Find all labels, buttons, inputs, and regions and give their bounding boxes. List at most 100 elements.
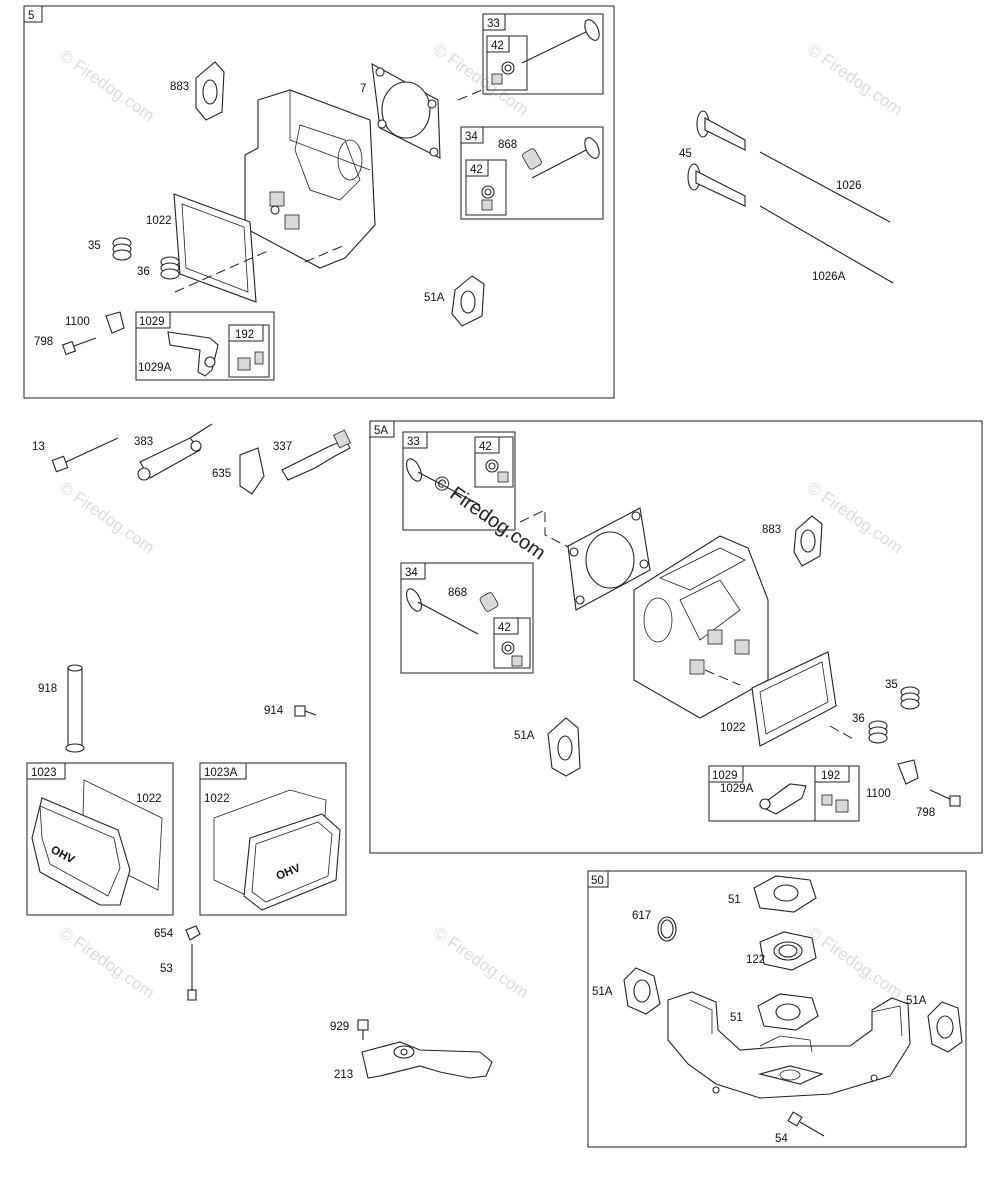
section-5: 5 33 42 34 868 42 1029 <box>23 5 615 399</box>
sub-id-1029: 1029 <box>712 770 738 782</box>
part-label-1100: 1100 <box>65 316 90 328</box>
sub-id-33: 33 <box>407 436 420 448</box>
bolt-icon <box>61 337 97 356</box>
part-label-635: 635 <box>212 468 231 480</box>
gasket-51-mid-icon <box>757 993 819 1031</box>
rocker-cover-gasket-icon <box>751 651 837 747</box>
screw-929-icon <box>357 1019 369 1040</box>
part-label-883: 883 <box>170 81 189 93</box>
head-gasket-icon <box>371 63 441 159</box>
watermark: © Firedog.com <box>430 923 532 1003</box>
spring-36-icon <box>868 720 888 744</box>
part-label-883: 883 <box>762 524 781 536</box>
part-label-7: 7 <box>360 83 366 95</box>
gasket-883-icon <box>793 515 823 567</box>
ring-icon <box>657 916 677 942</box>
part-label-868: 868 <box>498 139 517 151</box>
cylinder-head-icon <box>244 89 376 269</box>
valve-cover-icon: OHV <box>213 789 341 911</box>
spring-35-icon <box>900 686 920 710</box>
part-label-35: 35 <box>885 679 898 691</box>
gasket-51a-right-icon <box>927 1001 963 1053</box>
watermark: © Firedog.com <box>56 478 158 558</box>
section-1023: 1023 1022 OHV <box>26 762 174 916</box>
bracket-icon <box>361 1041 493 1079</box>
spark-plug-boot-icon <box>239 447 265 495</box>
bolt-icon <box>929 789 961 807</box>
watermark-center: © Firedog.com <box>429 471 549 564</box>
section-id: 5A <box>374 425 388 437</box>
nut-icon <box>185 925 201 941</box>
part-label-13: 13 <box>32 441 45 453</box>
gasket-51-icon <box>753 875 817 913</box>
watermark: © Firedog.com <box>430 40 532 120</box>
loose-parts: 13 383 635 337 918 914 <box>32 423 493 1081</box>
gasket-51a-left-icon <box>623 967 661 1015</box>
part-label-918: 918 <box>38 683 57 695</box>
valve-icon <box>406 588 523 667</box>
watermark: © Firedog.com <box>56 46 158 126</box>
part-label-51-mid: 51 <box>730 1012 743 1024</box>
gasket-122-icon <box>759 931 817 971</box>
sub-id-34: 34 <box>465 131 478 143</box>
spring-36-icon <box>160 256 180 280</box>
screw-914-icon <box>294 705 317 717</box>
part-label-914: 914 <box>264 705 284 717</box>
breather-tube-icon <box>65 664 85 753</box>
part-label-36: 36 <box>852 713 865 725</box>
watermark: © Firedog.com <box>804 923 906 1003</box>
section-id: 1023A <box>204 767 238 779</box>
part-label-36: 36 <box>137 266 150 278</box>
section-id: 5 <box>28 10 34 22</box>
section-id: 1023 <box>31 767 57 779</box>
part-label-1029a: 1029A <box>720 783 754 795</box>
part-label-798: 798 <box>916 807 935 819</box>
sub-id-192: 192 <box>821 770 840 782</box>
part-label-798: 798 <box>34 336 53 348</box>
section-id: 50 <box>591 875 604 887</box>
rocker-arm-icon <box>758 783 849 815</box>
exhaust-manifold-icon <box>667 991 911 1099</box>
watermarks: © Firedog.com © Firedog.com © Firedog.co… <box>56 40 906 1003</box>
gasket-51a-icon <box>547 717 581 777</box>
sub-id-42: 42 <box>491 40 504 52</box>
pushrods-group: 45 1026 1026A <box>679 110 894 284</box>
sub-id-33: 33 <box>487 18 500 30</box>
bolt-13-icon <box>51 437 119 473</box>
part-label-53: 53 <box>160 963 173 975</box>
part-label-1026: 1026 <box>836 180 862 192</box>
sub-id-1029: 1029 <box>139 316 165 328</box>
sub-id-42: 42 <box>498 622 511 634</box>
part-label-868: 868 <box>448 587 467 599</box>
part-label-51a-right: 51A <box>906 995 927 1007</box>
part-label-35: 35 <box>88 240 101 252</box>
part-label-1029a: 1029A <box>138 362 172 374</box>
part-label-1100: 1100 <box>866 788 891 800</box>
tappet-icon <box>687 110 746 207</box>
stud-icon <box>187 944 197 1001</box>
part-label-383: 383 <box>134 436 153 448</box>
sub-id-42: 42 <box>470 164 483 176</box>
part-label-122: 122 <box>746 954 765 966</box>
head-gasket-icon <box>567 507 651 611</box>
part-label-929: 929 <box>330 1021 349 1033</box>
sub-id-42: 42 <box>479 441 492 453</box>
rocker-arm-icon <box>167 331 264 377</box>
cylinder-head-icon <box>633 535 769 719</box>
part-label-1022: 1022 <box>204 793 230 805</box>
gasket-51a-icon <box>451 275 485 327</box>
part-label-1026a: 1026A <box>812 271 846 283</box>
bolt-54-icon <box>787 1111 825 1137</box>
part-label-51a: 51A <box>514 730 535 742</box>
part-label-51: 51 <box>728 894 741 906</box>
clip-icon <box>105 311 125 334</box>
part-label-617: 617 <box>632 910 651 922</box>
spring-35-icon <box>112 237 132 261</box>
part-label-54: 54 <box>775 1133 788 1145</box>
rocker-cover-gasket-icon <box>173 193 257 303</box>
part-label-1022: 1022 <box>146 215 172 227</box>
valve-icon <box>406 458 509 506</box>
part-label-45: 45 <box>679 148 692 160</box>
section-1023a: 1023A 1022 OHV <box>199 762 347 916</box>
